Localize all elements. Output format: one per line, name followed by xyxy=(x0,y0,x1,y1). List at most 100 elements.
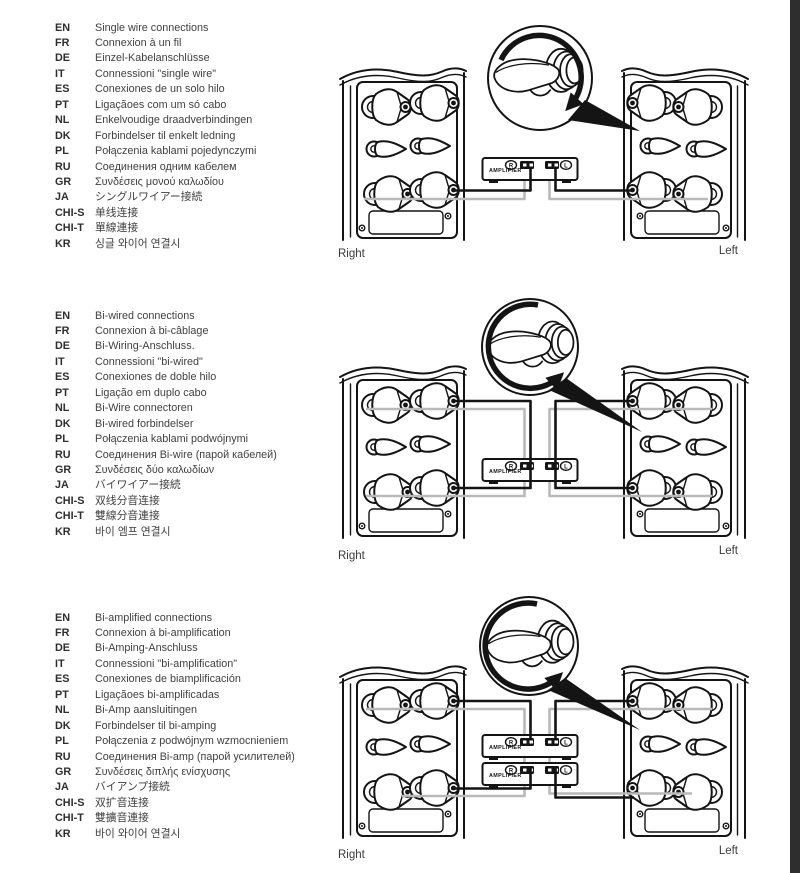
language-text: Connessioni "bi-amplification" xyxy=(95,657,238,670)
language-code: CHI-T xyxy=(55,510,84,523)
amplifier-label: AMPLIFIER xyxy=(489,469,522,475)
language-text: Połączenia z podwójnym wzmocnieniem xyxy=(95,735,289,748)
language-code: JA xyxy=(55,191,69,204)
language-row: CHI-T 單線連接 xyxy=(55,221,355,236)
positive-wire-left-top xyxy=(554,699,633,739)
language-code: EN xyxy=(55,309,70,322)
language-text: Bi-amplified connections xyxy=(95,611,213,624)
language-text: 雙線分音連接 xyxy=(95,510,160,523)
left-speaker-label: Left xyxy=(719,245,739,257)
left-speaker-panel xyxy=(622,666,748,838)
right-speaker-label: Right xyxy=(338,248,366,260)
language-row: KR 싱글 와이어 연결시 xyxy=(55,237,355,252)
language-text: Forbindelser til enkelt ledning xyxy=(95,129,236,142)
amp-left-badge: L xyxy=(564,464,568,470)
language-row: DK Forbindelser til enkelt ledning xyxy=(55,129,355,144)
language-row: JA バイアンプ接続 xyxy=(55,780,355,795)
language-code: KR xyxy=(55,525,71,538)
language-row: ES Conexiones de un solo hilo xyxy=(55,82,355,97)
language-row: DE Bi-Wiring-Anschluss. xyxy=(55,339,355,354)
language-code: DE xyxy=(55,642,70,655)
language-code: PT xyxy=(55,688,69,701)
language-text: バイワイアー接続 xyxy=(95,479,181,492)
amplifier: AMPLIFIER R L xyxy=(481,157,579,184)
language-code: ES xyxy=(55,83,70,96)
language-code: DK xyxy=(55,719,71,732)
amp-left-badge: L xyxy=(564,163,568,169)
language-code: NL xyxy=(55,704,70,717)
callout-pointer-wedge xyxy=(549,378,642,432)
language-text: Single wire connections xyxy=(95,21,209,34)
language-text: Bi-Amp aansluitingen xyxy=(95,704,198,717)
language-row: GR Συνδέσεις δύο καλωδίων xyxy=(55,463,355,478)
language-row: KR 바이 엠프 연결시 xyxy=(55,525,355,540)
clockwise-rotation-arrow-icon xyxy=(498,32,584,112)
language-text: 單線連接 xyxy=(95,222,139,235)
language-code: PT xyxy=(55,386,69,399)
amplifier-label: AMPLIFIER xyxy=(489,745,522,751)
right-speaker-panel xyxy=(340,666,466,838)
language-row: PL Połączenia z podwójnym wzmocnieniem xyxy=(55,734,355,749)
language-code: CHI-S xyxy=(55,494,85,507)
language-text: Bi-wired connections xyxy=(95,309,195,322)
language-code: DE xyxy=(55,340,70,353)
counterclockwise-rotation-arrow-icon xyxy=(485,301,565,392)
language-text: Συνδέσεις δύο καλωδίων xyxy=(95,464,215,477)
amp-left-badge: L xyxy=(564,740,568,746)
amp-left-badge: L xyxy=(564,768,568,774)
language-text: 바이 와이어 연결시 xyxy=(95,827,181,840)
language-text: Bi-Wiring-Anschluss. xyxy=(95,340,195,353)
language-code: EN xyxy=(55,21,70,34)
language-row: DE Einzel-Kabelanschlüsse xyxy=(55,51,355,66)
language-text: Connessioni "single wire" xyxy=(95,67,217,80)
language-row: FR Connexion à bi-câblage xyxy=(55,324,355,339)
callout-pointer-wedge xyxy=(548,678,640,730)
language-text: Соединения Bi-wire (парой кабелей) xyxy=(95,448,277,461)
negative-wire-right xyxy=(366,407,526,498)
language-text: Bi-Wire connectoren xyxy=(95,402,193,415)
page-scan-edge xyxy=(790,0,800,873)
language-row: PT Ligaçãoes bi-amplificadas xyxy=(55,688,355,703)
language-text: Bi-Amping-Anschluss xyxy=(95,642,198,655)
language-row: JA シングルワイアー接続 xyxy=(55,190,355,205)
language-code: CHI-T xyxy=(55,812,84,825)
language-code: IT xyxy=(55,67,65,80)
language-row: GR Συνδέσεις μονού καλωδίου xyxy=(55,175,355,190)
language-row: NL Bi-Wire connectoren xyxy=(55,401,355,416)
language-row: DE Bi-Amping-Anschluss xyxy=(55,641,355,656)
language-row: PT Ligaçãoes com um só cabo xyxy=(55,98,355,113)
language-row: CHI-T 雙擴音連接 xyxy=(55,811,355,826)
language-code: EN xyxy=(55,611,70,624)
right-speaker-panel xyxy=(340,366,466,538)
single-wire-diagram: AMPLIFIER R L Right Left xyxy=(338,25,790,260)
language-code: FR xyxy=(55,36,70,49)
left-speaker-panel xyxy=(622,68,748,240)
language-text: 바이 엠프 연결시 xyxy=(95,525,171,538)
language-row: RU Соединения Bi-wire (парой кабелей) xyxy=(55,448,355,463)
negative-wire-left xyxy=(548,407,712,498)
language-row: EN Single wire connections xyxy=(55,21,355,36)
language-row: NL Enkelvoudige draadverbindingen xyxy=(55,113,355,128)
language-code: JA xyxy=(55,781,69,794)
amplifier-top: AMPLIFIER R L xyxy=(481,734,579,761)
language-row: CHI-S 双线分音连接 xyxy=(55,494,355,509)
positive-wire-right xyxy=(453,399,532,490)
language-row: DK Bi-wired forbindelser xyxy=(55,417,355,432)
language-row: PL Połączenia kablami pojedynczymi xyxy=(55,144,355,159)
language-text: Conexiones de biamplificación xyxy=(95,673,241,686)
language-text: Connessioni "bi-wired" xyxy=(95,355,203,368)
language-code: DK xyxy=(55,417,71,430)
language-list-single-wire: EN Single wire connections FR Connexion … xyxy=(55,21,355,253)
language-code: GR xyxy=(55,176,72,189)
amplifier-label: AMPLIFIER xyxy=(489,168,522,174)
language-row: FR Connexion à un fil xyxy=(55,36,355,51)
negative-wire-left xyxy=(548,181,708,201)
language-text: Forbindelser til bi-amping xyxy=(95,719,217,732)
language-code: FR xyxy=(55,626,70,639)
language-code: PL xyxy=(55,145,69,158)
language-code: GR xyxy=(55,766,72,779)
left-speaker-panel xyxy=(622,366,748,538)
right-speaker-label: Right xyxy=(338,849,366,861)
language-text: 双扩音连接 xyxy=(95,796,149,809)
language-list-bi-wired: EN Bi-wired connections FR Connexion à b… xyxy=(55,309,355,541)
